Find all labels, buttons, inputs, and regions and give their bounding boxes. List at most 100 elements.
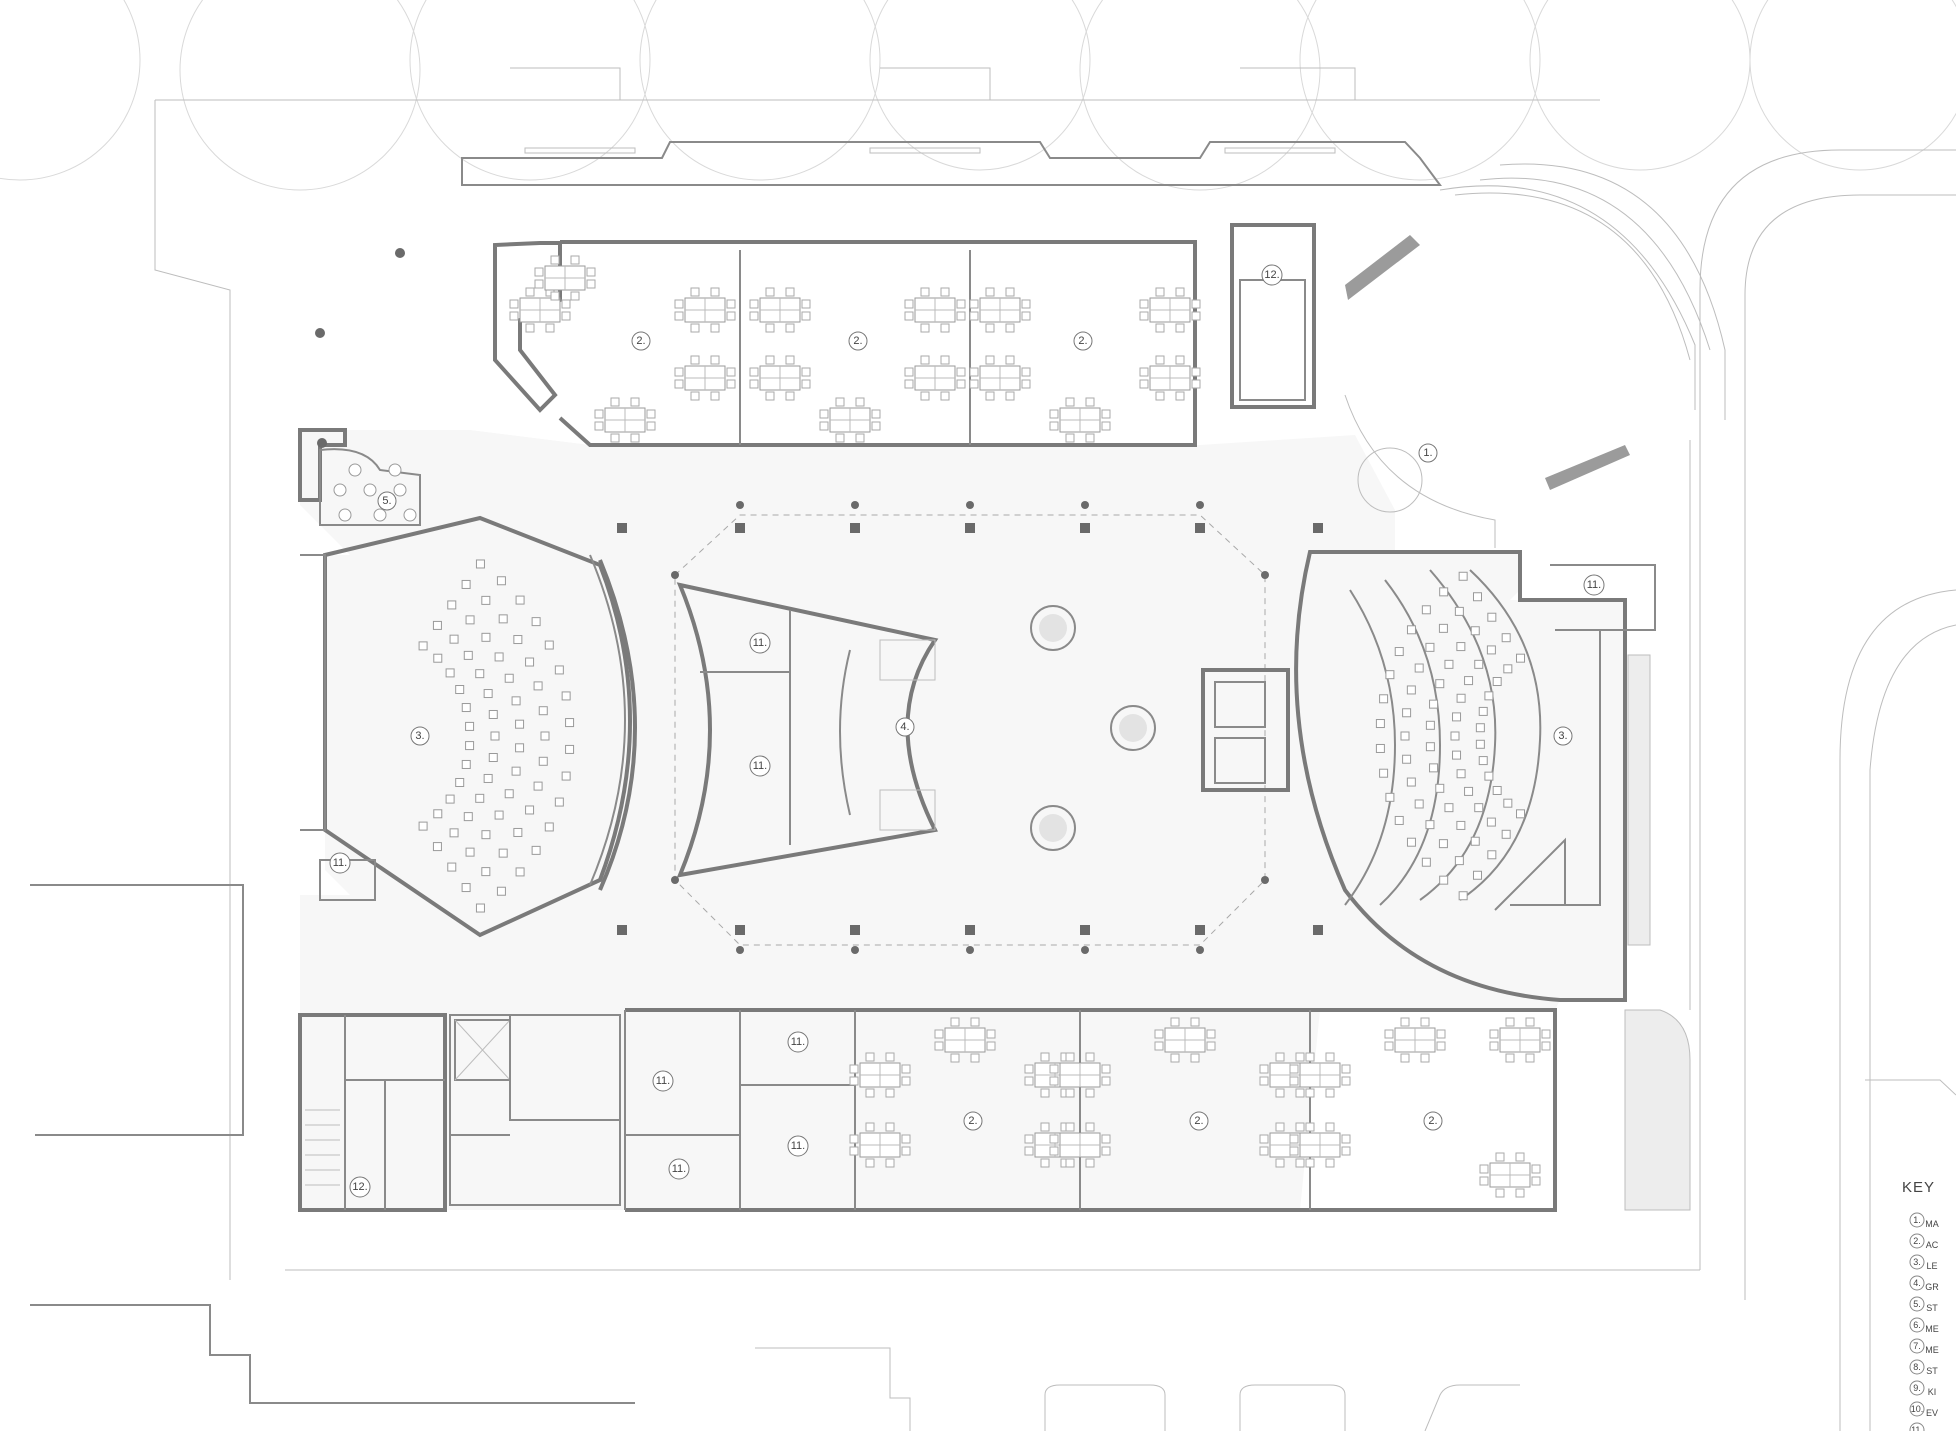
seat	[1478, 756, 1488, 766]
seat	[1406, 625, 1416, 635]
svg-text:11.: 11.	[1587, 579, 1601, 591]
seat	[1478, 706, 1488, 716]
seat	[1402, 708, 1412, 718]
svg-text:1.: 1.	[1423, 447, 1432, 459]
svg-text:12.: 12.	[1264, 269, 1279, 281]
seat	[1414, 799, 1424, 809]
seat	[1472, 870, 1482, 880]
svg-text:5.: 5.	[1913, 1299, 1921, 1309]
seat	[1487, 612, 1497, 622]
building-outline	[300, 430, 1625, 1210]
seat	[1492, 785, 1502, 795]
key-item: 7.ME	[1909, 1338, 1939, 1355]
seat	[1452, 712, 1462, 722]
svg-text:6.: 6.	[1913, 1320, 1921, 1330]
column-marker	[736, 946, 744, 954]
seat	[1425, 820, 1435, 830]
key-item-label: ME	[1925, 1345, 1939, 1355]
seat	[1472, 592, 1482, 602]
seat	[1474, 803, 1484, 813]
desk-cluster	[934, 1017, 996, 1063]
room-tag-11: 11.	[749, 755, 771, 777]
key-item: 8.ST	[1909, 1359, 1938, 1376]
room-tag-2: 2.	[963, 1111, 983, 1131]
key-item-label: EV	[1926, 1408, 1938, 1418]
desk-cluster	[849, 1052, 911, 1098]
south-bay-1	[1044, 1384, 1166, 1431]
exterior-bollards	[315, 248, 405, 448]
key-item-label: MA	[1925, 1219, 1939, 1229]
key-item-label: GR	[1925, 1282, 1939, 1292]
seat	[1516, 653, 1526, 663]
svg-text:1.: 1.	[1913, 1215, 1921, 1225]
adjacent-building-west	[30, 884, 244, 1136]
east-lecture-hall	[1294, 550, 1656, 1002]
seat	[447, 600, 457, 610]
seat	[1456, 642, 1466, 652]
seat	[533, 681, 543, 691]
key-item: 3.LE	[1909, 1254, 1938, 1271]
seat	[461, 883, 471, 893]
svg-text:9.: 9.	[1913, 1383, 1921, 1393]
svg-text:4.: 4.	[900, 721, 909, 733]
seat	[513, 635, 523, 645]
seat	[1444, 803, 1454, 813]
seat	[1429, 763, 1439, 773]
seat	[494, 810, 504, 820]
desk-cluster	[674, 355, 736, 401]
seat	[475, 559, 485, 569]
seat	[565, 744, 575, 754]
north-planter	[461, 67, 1442, 186]
column	[1313, 925, 1323, 935]
key-item-label: ST	[1926, 1303, 1938, 1313]
seat	[1406, 837, 1416, 847]
seat	[1486, 817, 1496, 827]
room-tag-2: 2.	[631, 331, 651, 351]
seat	[465, 721, 475, 731]
seat	[433, 653, 443, 663]
seat	[1454, 606, 1464, 616]
seat	[475, 793, 485, 803]
seat	[481, 867, 491, 877]
room-tags: 1. 2. 2. 2. 2. 2. 2. 3. 3. 4. 5. 11. 11.…	[329, 264, 1605, 1198]
seat	[1435, 679, 1445, 689]
seat	[1439, 875, 1449, 885]
desk-cluster	[849, 1122, 911, 1168]
key-item: 4.GR	[1909, 1275, 1939, 1292]
seat	[1458, 891, 1468, 901]
seat	[432, 620, 442, 630]
column-marker	[966, 501, 974, 509]
seat	[1385, 670, 1395, 680]
seat	[1406, 777, 1416, 787]
desk-cluster	[1139, 355, 1201, 401]
seat	[1414, 663, 1424, 673]
room-tag-11: 11.	[1583, 574, 1605, 596]
seat	[1450, 731, 1460, 741]
key-legend: KEY 1.MA2.AC3.LE4.GR5.ST6.ME7.ME8.ST9.KI…	[1902, 1179, 1939, 1436]
seat	[1379, 768, 1389, 778]
svg-text:2.: 2.	[968, 1115, 977, 1127]
seat	[1421, 605, 1431, 615]
elevator-core	[1201, 668, 1290, 792]
seat	[511, 766, 521, 776]
desk-cluster	[969, 355, 1031, 401]
south-bay-2	[1239, 1384, 1346, 1431]
column	[1195, 523, 1205, 533]
seat	[1475, 739, 1485, 749]
seat	[1394, 647, 1404, 657]
desk-cluster	[1289, 1122, 1351, 1168]
desk-cluster	[904, 355, 966, 401]
seat	[1492, 677, 1502, 687]
room-tag-11: 11.	[329, 852, 351, 874]
east-structure	[1865, 1079, 1956, 1096]
column	[1080, 925, 1090, 935]
seat	[475, 669, 485, 679]
column-marker	[1261, 876, 1269, 884]
seat	[1454, 856, 1464, 866]
room-tag-12: 12.	[349, 1176, 371, 1198]
seat	[525, 805, 535, 815]
seat	[465, 847, 475, 857]
seat	[1400, 731, 1410, 741]
seat	[494, 652, 504, 662]
seat	[1452, 750, 1462, 760]
